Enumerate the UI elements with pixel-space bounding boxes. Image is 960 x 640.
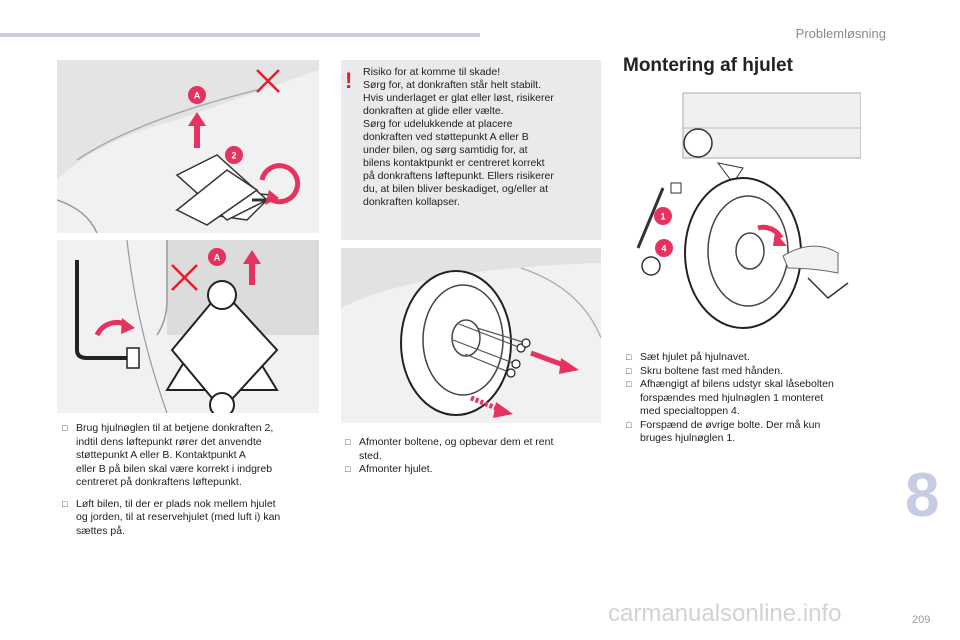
text-line: støttepunkt A eller B. Kontaktpunkt A bbox=[76, 449, 246, 461]
list-item: □ Skru boltene fast med hånden. bbox=[626, 365, 866, 379]
warning-text: Risiko for at komme til skade! Sørg for,… bbox=[363, 66, 599, 209]
list-item: □ Afmonter hjulet. bbox=[345, 463, 600, 477]
list-item: □ Brug hjulnøglen til at betjene donkraf… bbox=[62, 422, 322, 490]
badge-a-2 bbox=[208, 248, 226, 266]
list-item: □ Sæt hjulet på hjulnavet. bbox=[626, 351, 866, 365]
col1-instructions: □ Brug hjulnøglen til at betjene donkraf… bbox=[62, 422, 322, 546]
text-line: Sæt hjulet på hjulnavet. bbox=[640, 351, 750, 363]
warning-line: donkraften ved støttepunkt A eller B bbox=[363, 131, 529, 143]
text-line: Forspænd de øvrige bolte. Der må kun bbox=[640, 418, 821, 431]
header-bar bbox=[0, 33, 480, 37]
checkbox-bullet-icon: □ bbox=[62, 498, 68, 509]
warning-line: donkraften at glide eller vælte. bbox=[363, 105, 504, 117]
text-line: bruges hjulnøglen 1. bbox=[640, 432, 736, 444]
warning-line: donkraften kollapser. bbox=[363, 196, 460, 208]
text-line: sted. bbox=[359, 449, 382, 462]
badge-step-2 bbox=[225, 146, 243, 164]
warning-line: på donkraftens løftepunkt. Ellers risike… bbox=[363, 170, 554, 182]
text-line: Skru boltene fast med hånden. bbox=[640, 364, 784, 377]
text-line: Løft bilen, til der er plads nok mellem … bbox=[76, 497, 276, 510]
warning-line: Sørg for, at donkraften står helt stabil… bbox=[363, 79, 542, 91]
text-line: Afmonter boltene, og opbevar dem et rent bbox=[359, 436, 554, 448]
badge-a bbox=[188, 86, 206, 104]
text-line: Afmonter hjulet. bbox=[359, 463, 433, 475]
text-line: eller B på bilen skal være korrekt i ind… bbox=[76, 462, 273, 475]
section-title: Problemløsning bbox=[795, 26, 886, 41]
text-line: og jorden, til at reservehjulet (med luf… bbox=[76, 511, 281, 523]
warning-line: Risiko for at komme til skade! bbox=[363, 66, 501, 78]
checkbox-bullet-icon: □ bbox=[62, 423, 68, 433]
checkbox-bullet-icon: □ bbox=[345, 437, 351, 447]
text-line: centreret på donkraftens løftepunkt. bbox=[76, 476, 242, 488]
warning-line: bilens kontaktpunkt er centreret korrekt bbox=[363, 157, 545, 169]
badge-step-2-label: 2 bbox=[231, 151, 236, 161]
badge-socket-4-label: 4 bbox=[661, 244, 666, 254]
warning-line: Hvis underlaget er glat eller løst, risi… bbox=[363, 92, 554, 104]
warning-line: Sørg for udelukkende at placere bbox=[363, 118, 513, 130]
checkbox-bullet-icon: □ bbox=[626, 352, 632, 362]
checkbox-bullet-icon: □ bbox=[626, 379, 632, 389]
text-line: Brug hjulnøglen til at betjene donkrafte… bbox=[76, 422, 274, 434]
text-line: Afhængigt af bilens udstyr skal låsebolt… bbox=[640, 378, 834, 390]
list-item: □ Forspænd de øvrige bolte. Der må kun b… bbox=[626, 419, 866, 446]
jack-illustration-bottom: A bbox=[57, 240, 319, 413]
badge-tool-1 bbox=[654, 207, 672, 225]
badge-socket-4 bbox=[655, 239, 673, 257]
warning-icon: ! bbox=[345, 68, 353, 93]
warning-box bbox=[341, 60, 601, 240]
list-item: □ Løft bilen, til der er plads nok melle… bbox=[62, 498, 322, 539]
text-line: sættes på. bbox=[76, 524, 126, 537]
warning-line: under bilen, og sørg samtidig for, at bbox=[363, 144, 528, 156]
checkbox-bullet-icon: □ bbox=[626, 419, 632, 430]
checkbox-bullet-icon: □ bbox=[345, 464, 351, 474]
wheel-removal-illustration bbox=[341, 248, 601, 423]
list-item: □ Afmonter boltene, og opbevar dem et re… bbox=[345, 436, 600, 463]
badge-a-2-label: A bbox=[214, 253, 221, 263]
col2-instructions: □ Afmonter boltene, og opbevar dem et re… bbox=[345, 436, 600, 477]
section-heading: Montering af hjulet bbox=[623, 55, 793, 76]
text-line: indtil dens løftepunkt rører det anvendt… bbox=[76, 435, 262, 448]
text-line: med specialtoppen 4. bbox=[640, 405, 740, 417]
warning-line: du, at bilen bliver beskadiget, og/eller… bbox=[363, 183, 549, 195]
wheel-fitting-illustration: 1 4 bbox=[623, 88, 861, 334]
watermark: carmanualsonline.info bbox=[608, 600, 842, 627]
list-item: □ Afhængigt af bilens udstyr skal låsebo… bbox=[626, 378, 866, 419]
page-number: 209 bbox=[912, 614, 931, 626]
jack-illustration-top: A 2 bbox=[57, 60, 319, 233]
checkbox-bullet-icon: □ bbox=[626, 365, 632, 376]
chapter-number: 8 bbox=[905, 461, 940, 530]
badge-a-label: A bbox=[194, 91, 201, 101]
badge-tool-1-label: 1 bbox=[660, 212, 665, 222]
text-line: forspændes med hjulnøglen 1 monteret bbox=[640, 391, 824, 404]
col3-instructions: □ Sæt hjulet på hjulnavet. □ Skru bolten… bbox=[626, 351, 866, 446]
